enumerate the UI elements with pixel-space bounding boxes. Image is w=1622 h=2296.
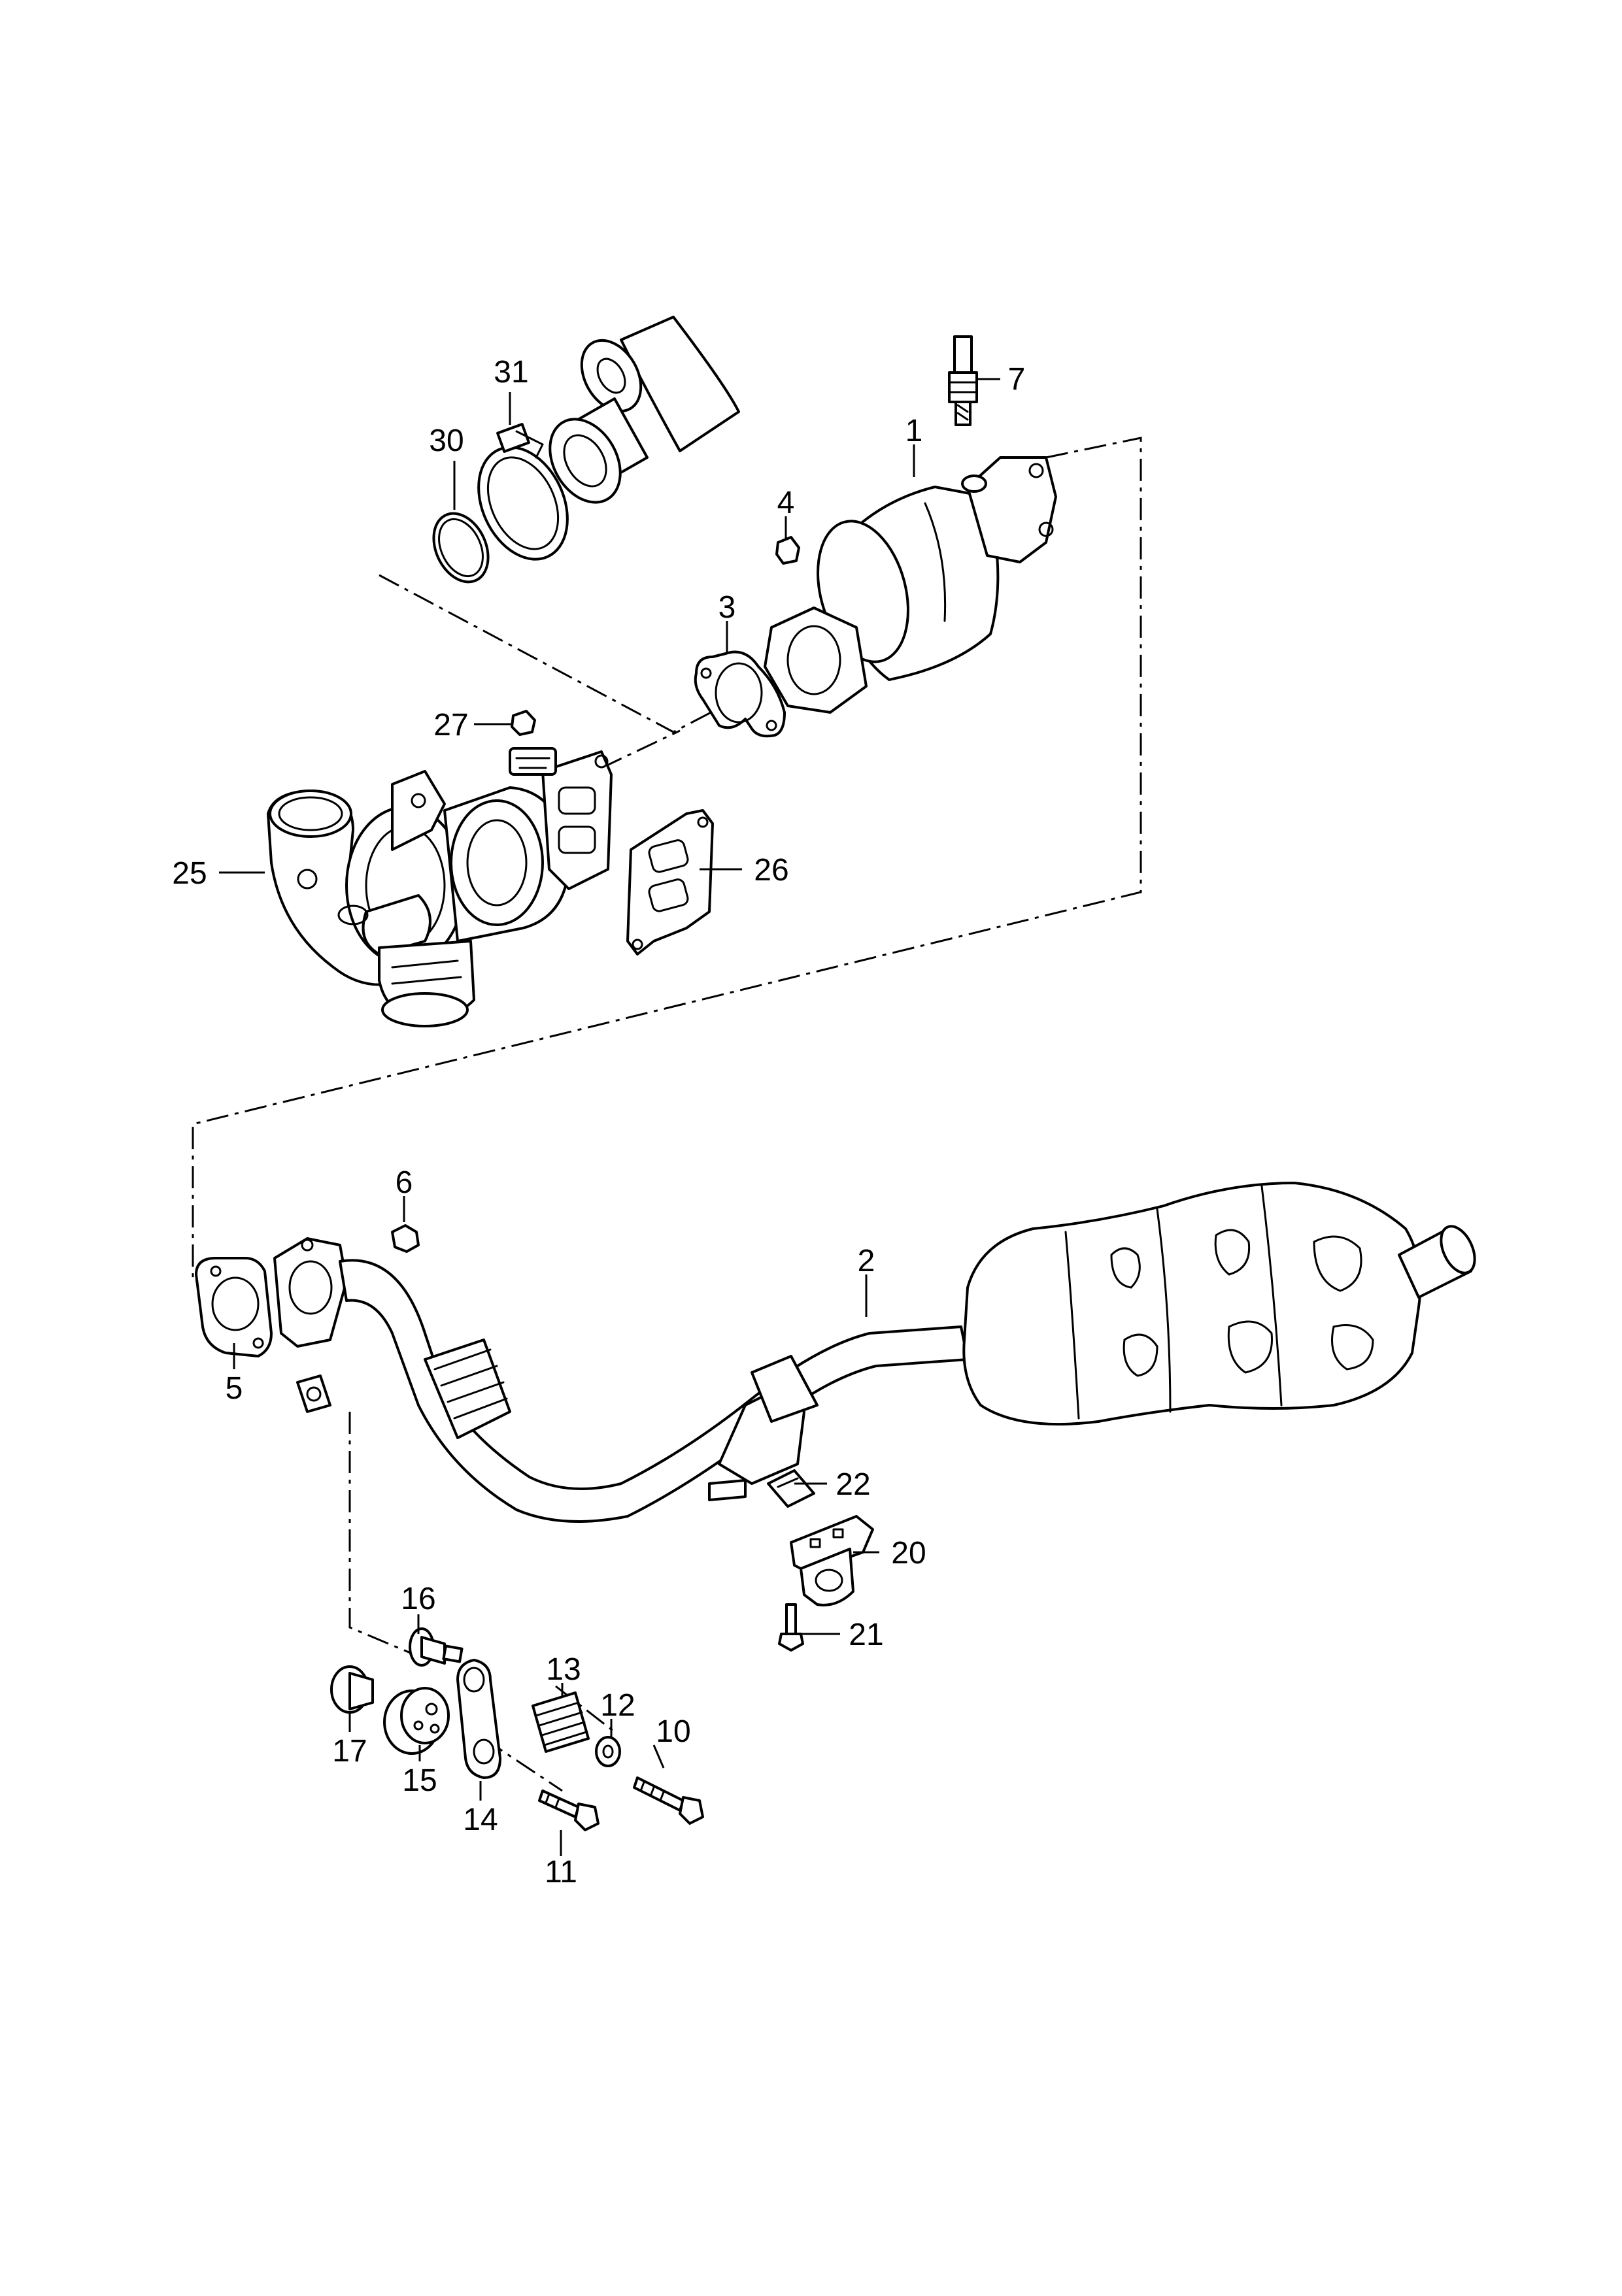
nut-part-27 [511,710,536,736]
label-26: 26 [754,853,788,888]
label-25: 25 [172,856,207,891]
turbocharger-part-25 [267,747,613,1027]
label-7: 7 [1008,362,1026,397]
label-31: 31 [494,355,528,390]
spring-sleeve-part-13 [532,1691,590,1753]
label-30: 30 [429,424,464,458]
nut-part-4 [775,536,800,565]
label-13: 13 [546,1652,581,1687]
label-15: 15 [402,1763,437,1798]
lambda-sensor-part-7 [948,335,978,426]
label-4: 4 [777,486,795,520]
clamp-part-31 [477,423,569,561]
label-10: 10 [656,1714,690,1749]
pipe-section-top [549,316,740,504]
assembly-lines [192,437,1142,1792]
bracket-part-20 [790,1515,874,1606]
rubber-mount-part-15 [383,1687,450,1755]
label-17: 17 [332,1734,367,1769]
bolt-part-11 [538,1789,600,1831]
label-1: 1 [905,414,923,448]
leader-lines [219,378,1000,1856]
seal-ring-part-30 [432,512,490,584]
label-27: 27 [433,708,468,742]
label-16: 16 [401,1582,435,1616]
gasket-part-5 [195,1257,273,1357]
gasket-part-3 [694,650,786,738]
bracket-part-14 [456,1659,501,1779]
label-21: 21 [849,1618,883,1652]
bolt-part-21 [778,1603,804,1652]
washer-part-12 [595,1736,621,1767]
gasket-part-26 [626,809,714,956]
label-3: 3 [718,590,736,625]
cap-part-17 [330,1665,374,1714]
label-2: 2 [858,1244,875,1278]
label-20: 20 [891,1536,926,1571]
bolt-part-16 [409,1627,464,1667]
exhaust-pipe-assembly-part-2 [273,1182,1476,1523]
label-22: 22 [836,1467,870,1502]
label-12: 12 [600,1688,635,1723]
label-5: 5 [226,1371,243,1406]
nut-part-6 [391,1224,420,1253]
bolt-part-10 [633,1776,704,1825]
clip-nut-part-22 [767,1469,815,1508]
catalytic-converter-part-1 [764,456,1057,714]
callout-labels: 1 2 3 4 5 6 7 10 11 12 13 14 15 16 17 20… [172,355,1025,1889]
label-11: 11 [545,1855,577,1889]
label-6: 6 [396,1165,413,1200]
label-14: 14 [463,1803,498,1837]
